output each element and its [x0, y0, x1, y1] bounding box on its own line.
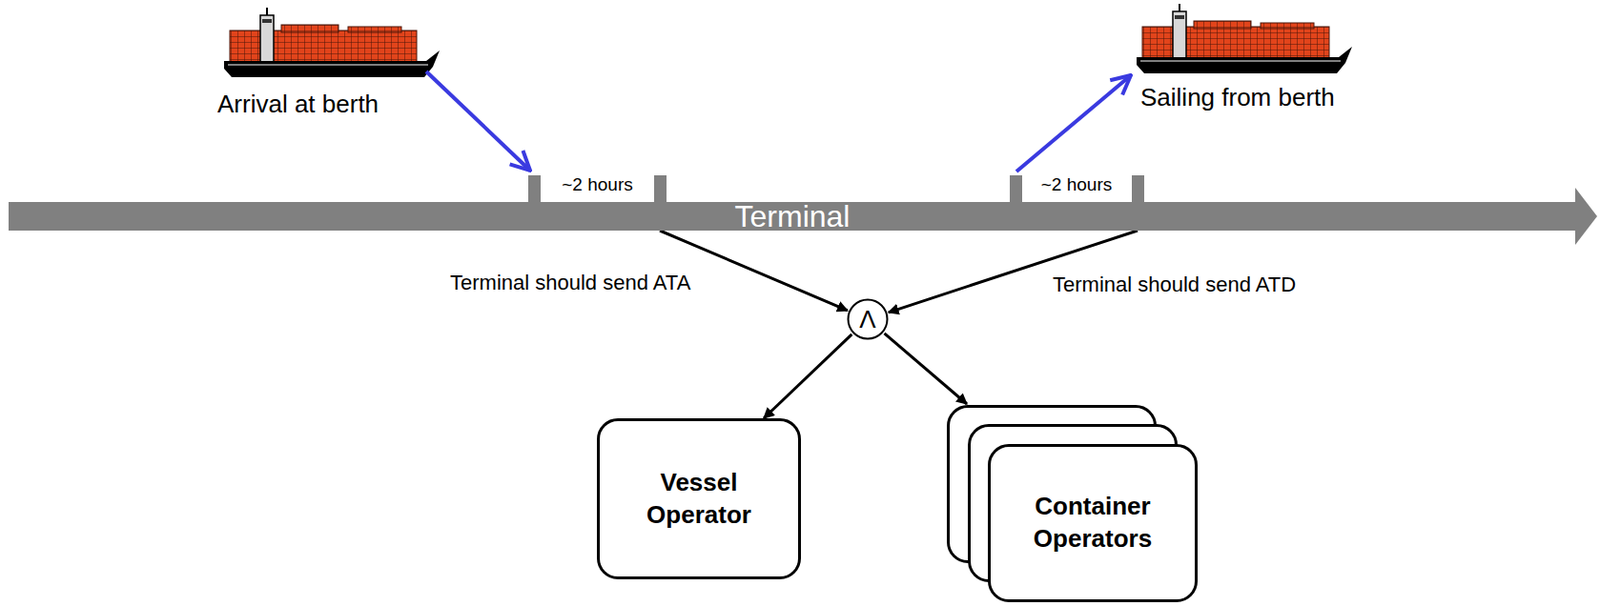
operator-box: Vessel Operator	[596, 418, 801, 580]
box-title: Vessel Operator	[599, 467, 799, 533]
sailing-arrow	[1016, 75, 1131, 172]
edge-label: Terminal should send ATD	[1050, 272, 1298, 298]
connector-arrow	[888, 230, 1138, 313]
duration-label: ~2 hours	[541, 174, 654, 197]
duration-label: ~2 hours	[1022, 174, 1131, 197]
stacked-box-outline	[987, 444, 1198, 603]
box-title: Container Operators	[987, 491, 1198, 556]
arrival-ship	[224, 7, 440, 78]
ship-caption: Arrival at berth	[217, 89, 379, 120]
and-symbol: Λ	[859, 298, 876, 341]
operator-box: Container Operators	[987, 444, 1198, 603]
connector-arrow	[763, 334, 852, 419]
timeline-arrowhead	[1575, 187, 1598, 246]
and-junction: Λ	[846, 298, 889, 341]
ship-caption: Sailing from berth	[1140, 82, 1335, 113]
timeline-band: Terminal	[8, 202, 1577, 231]
connector-arrow	[883, 333, 967, 405]
arrival-arrow	[426, 71, 531, 171]
timeline-label: Terminal	[735, 202, 851, 231]
sailing-ship	[1136, 3, 1353, 74]
edge-label: Terminal should send ATA	[448, 270, 693, 296]
